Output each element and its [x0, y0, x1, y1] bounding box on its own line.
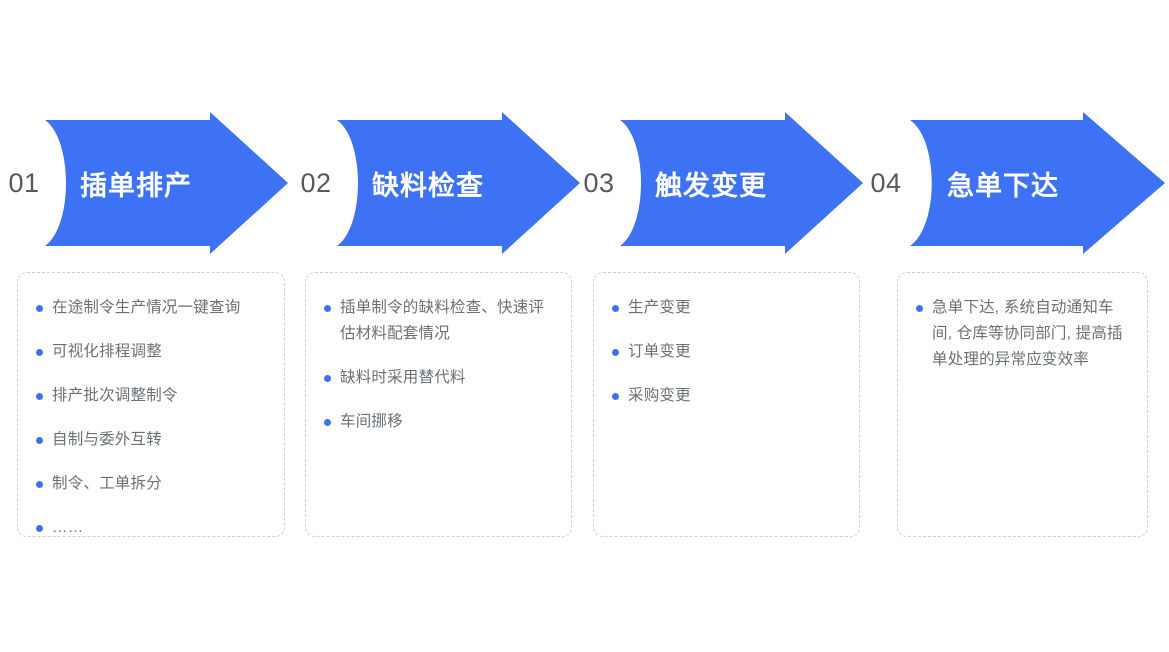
bullet-dot-icon	[36, 525, 43, 532]
list-item: 急单下达, 系统自动通知车间, 仓库等协同部门, 提高插单处理的异常应变效率	[914, 295, 1131, 373]
bullet-dot-icon	[324, 419, 331, 426]
arrow-shape-02	[337, 112, 580, 254]
arrow-shape-04	[910, 112, 1165, 254]
list-item-text: 订单变更	[628, 343, 691, 360]
list-item-text: 采购变更	[628, 387, 691, 404]
arrow-shape-01	[45, 112, 288, 254]
list-item: 自制与委外互转	[34, 427, 268, 453]
list-item: ……	[34, 515, 268, 541]
list-item-text: 急单下达, 系统自动通知车间, 仓库等协同部门, 提高插单处理的异常应变效率	[932, 299, 1123, 368]
list-item-text: ……	[52, 519, 84, 536]
list-item: 采购变更	[610, 383, 843, 409]
bullet-list-02: 插单制令的缺料检查、快速评估材料配套情况 缺料时采用替代料 车间挪移	[322, 295, 555, 435]
list-item-text: 插单制令的缺料检查、快速评估材料配套情况	[340, 299, 545, 342]
process-arrow-row: 01 插单排产 02 缺料检查 03	[0, 112, 1169, 254]
bullet-dot-icon	[324, 375, 331, 382]
detail-card-04: 急单下达, 系统自动通知车间, 仓库等协同部门, 提高插单处理的异常应变效率	[897, 272, 1148, 537]
list-item-text: 可视化排程调整	[52, 343, 162, 360]
bullet-list-04: 急单下达, 系统自动通知车间, 仓库等协同部门, 提高插单处理的异常应变效率	[914, 295, 1131, 373]
list-item-text: 制令、工单拆分	[52, 475, 162, 492]
detail-card-02: 插单制令的缺料检查、快速评估材料配套情况 缺料时采用替代料 车间挪移	[305, 272, 572, 537]
bullet-dot-icon	[612, 349, 619, 356]
list-item-text: 生产变更	[628, 299, 691, 316]
list-item: 订单变更	[610, 339, 843, 365]
bullet-dot-icon	[36, 349, 43, 356]
bullet-dot-icon	[36, 305, 43, 312]
detail-cards-row: 在途制令生产情况一键查询 可视化排程调整 排产批次调整制令 自制与委外互转 制令…	[0, 272, 1169, 538]
process-step-01[interactable]: 01 插单排产	[0, 112, 292, 254]
bullet-dot-icon	[36, 437, 43, 444]
list-item-text: 车间挪移	[340, 413, 403, 430]
list-item: 排产批次调整制令	[34, 383, 268, 409]
step-number-04: 04	[870, 167, 902, 198]
bullet-dot-icon	[36, 393, 43, 400]
step-number-02: 02	[300, 167, 332, 198]
bullet-dot-icon	[916, 305, 923, 312]
list-item: 制令、工单拆分	[34, 471, 268, 497]
arrow-shape-03	[620, 112, 863, 254]
bullet-list-01: 在途制令生产情况一键查询 可视化排程调整 排产批次调整制令 自制与委外互转 制令…	[34, 295, 268, 541]
list-item: 生产变更	[610, 295, 843, 321]
list-item: 车间挪移	[322, 409, 555, 435]
process-step-04[interactable]: 04 急单下达	[862, 112, 1169, 254]
list-item: 可视化排程调整	[34, 339, 268, 365]
bullet-list-03: 生产变更 订单变更 采购变更	[610, 295, 843, 409]
list-item: 缺料时采用替代料	[322, 365, 555, 391]
process-step-02[interactable]: 02 缺料检查	[292, 112, 585, 254]
detail-card-01: 在途制令生产情况一键查询 可视化排程调整 排产批次调整制令 自制与委外互转 制令…	[17, 272, 285, 537]
list-item-text: 自制与委外互转	[52, 431, 162, 448]
bullet-dot-icon	[612, 393, 619, 400]
list-item: 插单制令的缺料检查、快速评估材料配套情况	[322, 295, 555, 347]
detail-card-03: 生产变更 订单变更 采购变更	[593, 272, 860, 537]
list-item-text: 排产批次调整制令	[52, 387, 178, 404]
list-item: 在途制令生产情况一键查询	[34, 295, 268, 321]
process-step-03[interactable]: 03 触发变更	[575, 112, 867, 254]
bullet-dot-icon	[612, 305, 619, 312]
step-number-03: 03	[583, 167, 615, 198]
bullet-dot-icon	[324, 305, 331, 312]
bullet-dot-icon	[36, 481, 43, 488]
list-item-text: 在途制令生产情况一键查询	[52, 299, 241, 316]
list-item-text: 缺料时采用替代料	[340, 369, 466, 386]
step-number-01: 01	[8, 167, 40, 198]
